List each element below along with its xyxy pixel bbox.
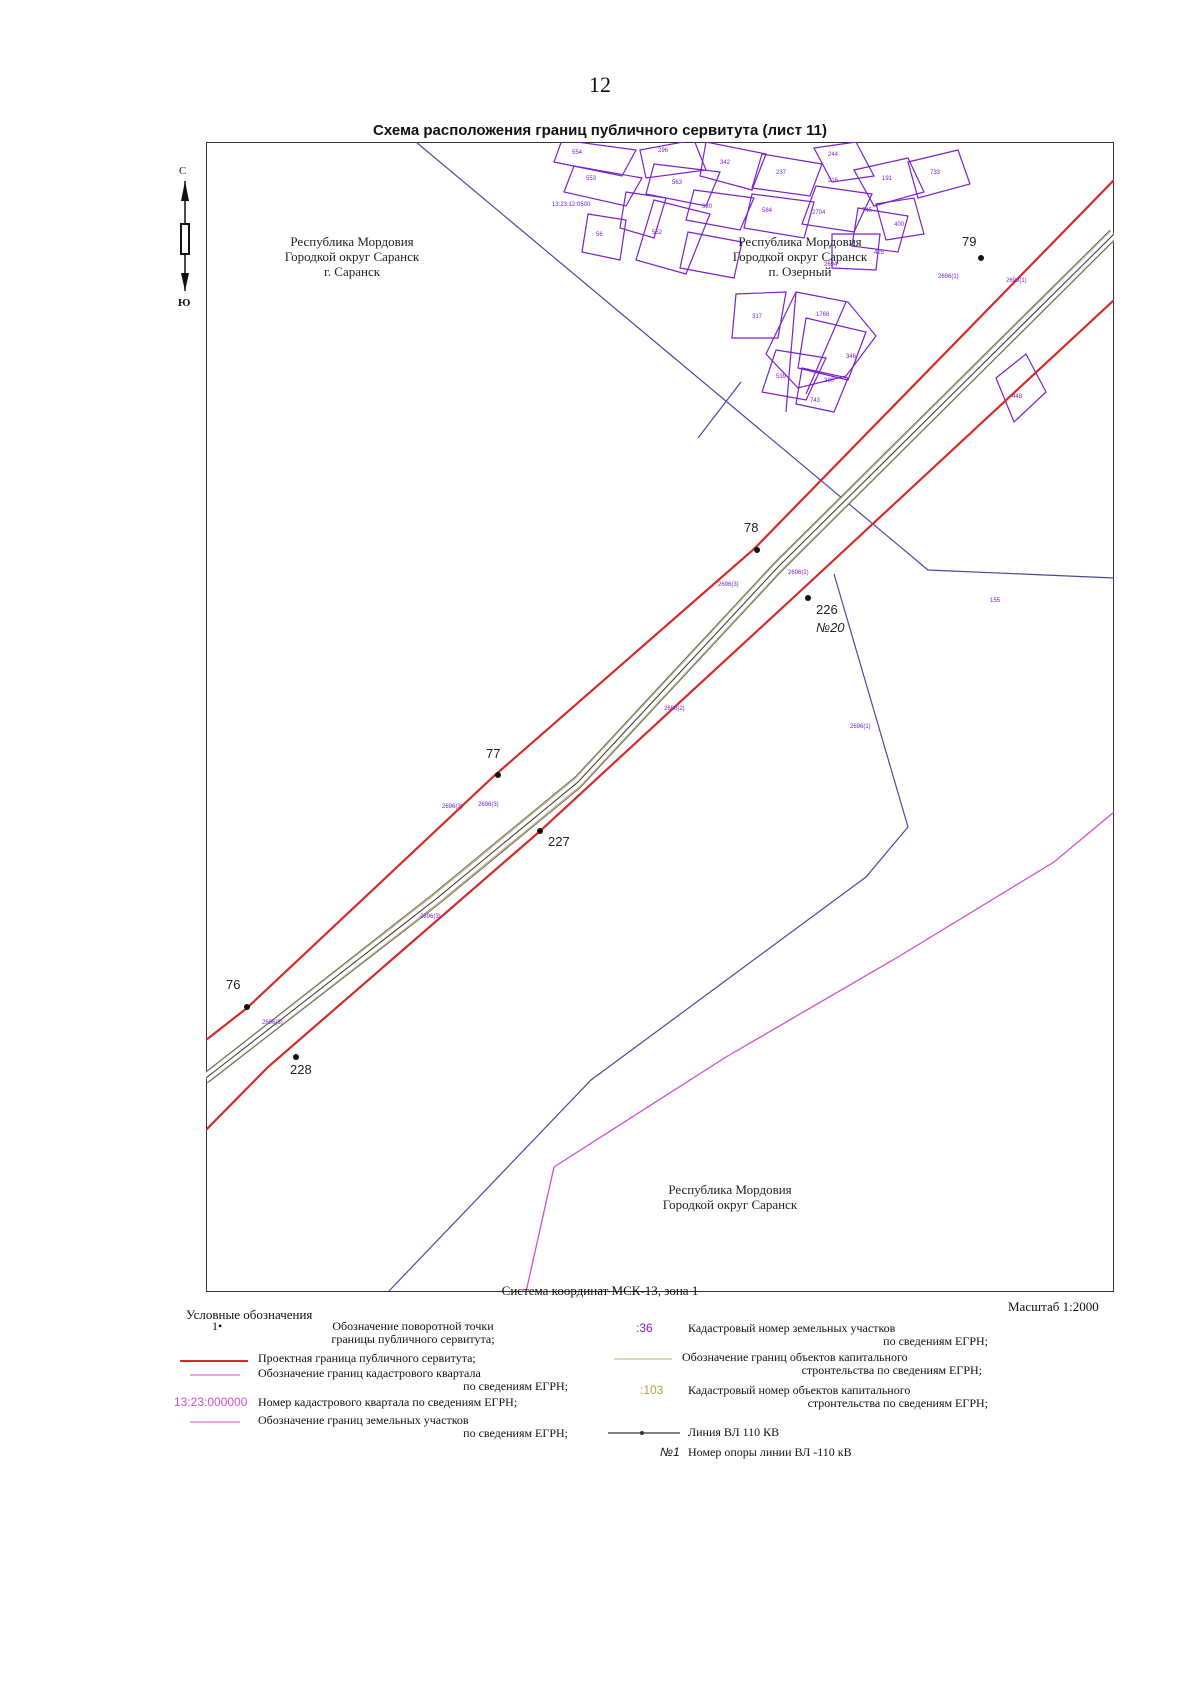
coordinate-system: Система координат МСК-13, зона 1: [501, 1283, 699, 1298]
compass-south: Ю: [178, 297, 191, 309]
servitude-boundaries: [206, 179, 1114, 1131]
page-number: 12: [589, 72, 611, 97]
parcel-label: 2696(2): [788, 570, 809, 576]
parcel-label: 448: [1012, 394, 1023, 400]
parcel-label: 563: [672, 180, 683, 186]
parcel-label: 2704: [812, 210, 826, 216]
parcel-label: 584: [762, 208, 773, 214]
turning-point-label: 77: [486, 746, 501, 761]
parcel-label: 2696(3): [262, 1020, 283, 1026]
parcel-label: 2696(3): [420, 914, 441, 920]
parcel-label: 743: [810, 398, 821, 404]
parcel-label: 380: [824, 378, 835, 384]
legend-item: Линия ВЛ 110 КВ: [688, 1425, 780, 1439]
parcel-label: 425: [874, 250, 885, 256]
parcel-label: 13:23:12:0500: [552, 202, 591, 208]
legend-quarter-line-icon: [190, 1374, 240, 1376]
legend-servitude-line-icon: [180, 1360, 248, 1362]
parcel-label: 1768: [816, 312, 830, 318]
parcel-label: 342: [720, 160, 731, 166]
parcel-label: 237: [776, 170, 787, 176]
parcel-label: 155: [990, 598, 1001, 604]
parcel-label: 244: [828, 152, 839, 158]
map-title: Схема расположения границ публичного сер…: [373, 122, 827, 139]
parcel-label: 553: [586, 176, 597, 182]
parcel-label: 2696(1): [938, 274, 959, 280]
quarter-boundaries: [387, 142, 1114, 1292]
legend-land-line-icon: [190, 1421, 240, 1423]
parcel-label: 733: [930, 170, 941, 176]
legend-power-line-icon: [608, 1431, 680, 1435]
parcel-label: 554: [572, 150, 583, 156]
parcel-label: 330: [702, 204, 713, 210]
turning-points: [244, 255, 984, 1060]
parcel-label: 296: [658, 148, 669, 154]
parcels: [553, 142, 1047, 424]
pylon-number: №20: [816, 620, 845, 635]
parcel-label: 56: [596, 232, 603, 238]
power-line-corridor: [206, 229, 1114, 1085]
parcel-label: 2696(3): [718, 582, 739, 588]
parcel-label: 2694: [824, 262, 838, 268]
parcel-label: 2696(3): [442, 804, 463, 810]
land-parcel-boundary: [525, 811, 1114, 1292]
parcel-label: 745: [862, 208, 873, 214]
turning-point-label: 228: [290, 1062, 312, 1077]
parcel-label: 191: [882, 176, 893, 182]
legend-symbol-quarter-number: 13:23:000000: [174, 1395, 248, 1409]
turning-point-label: 76: [226, 977, 241, 992]
map-scale: Масштаб 1:2000: [1008, 1299, 1099, 1314]
parcel-label: 317: [752, 314, 763, 320]
map-canvas: [206, 142, 1114, 1292]
turning-point-label: 78: [744, 520, 759, 535]
turning-point-label: 226: [816, 602, 838, 617]
parcel-label: 2696(3): [478, 802, 499, 808]
legend-symbol-building-number: :103: [640, 1383, 664, 1397]
legend-title: Условные обозначения: [186, 1307, 313, 1322]
legend-symbol-turning-point: 1•: [212, 1319, 223, 1333]
parcel-label: 2696(1): [850, 724, 871, 730]
legend-symbol-parcel-number: :36: [636, 1321, 653, 1335]
legend-item: Обозначение границ объектов капитального…: [682, 1350, 982, 1377]
parcel-label: 552: [652, 230, 663, 236]
compass-north: С: [179, 165, 187, 177]
parcel-label: 2696(1): [1006, 278, 1027, 284]
parcel-label: 400: [894, 222, 905, 228]
parcel-label: 2696(2): [664, 706, 685, 712]
legend-item: Обозначение границ кадастрового квартала…: [258, 1366, 568, 1393]
legend-building-line-icon: [614, 1358, 672, 1360]
parcel-label: 346: [846, 354, 857, 360]
legend-item: Проектная граница публичного сервитута;: [258, 1351, 476, 1365]
legend-symbol-pylon-number: №1: [660, 1445, 680, 1459]
parcel-label: 539: [776, 374, 787, 380]
legend-item: Номер опоры линии ВЛ -110 кВ: [688, 1445, 852, 1459]
parcel-label: 216: [828, 178, 839, 184]
legend-item: Номер кадастрового квартала по сведениям…: [258, 1395, 518, 1409]
turning-point-label: 79: [962, 234, 977, 249]
turning-point-label: 227: [548, 834, 570, 849]
north-arrow-icon: С Ю: [174, 165, 196, 315]
